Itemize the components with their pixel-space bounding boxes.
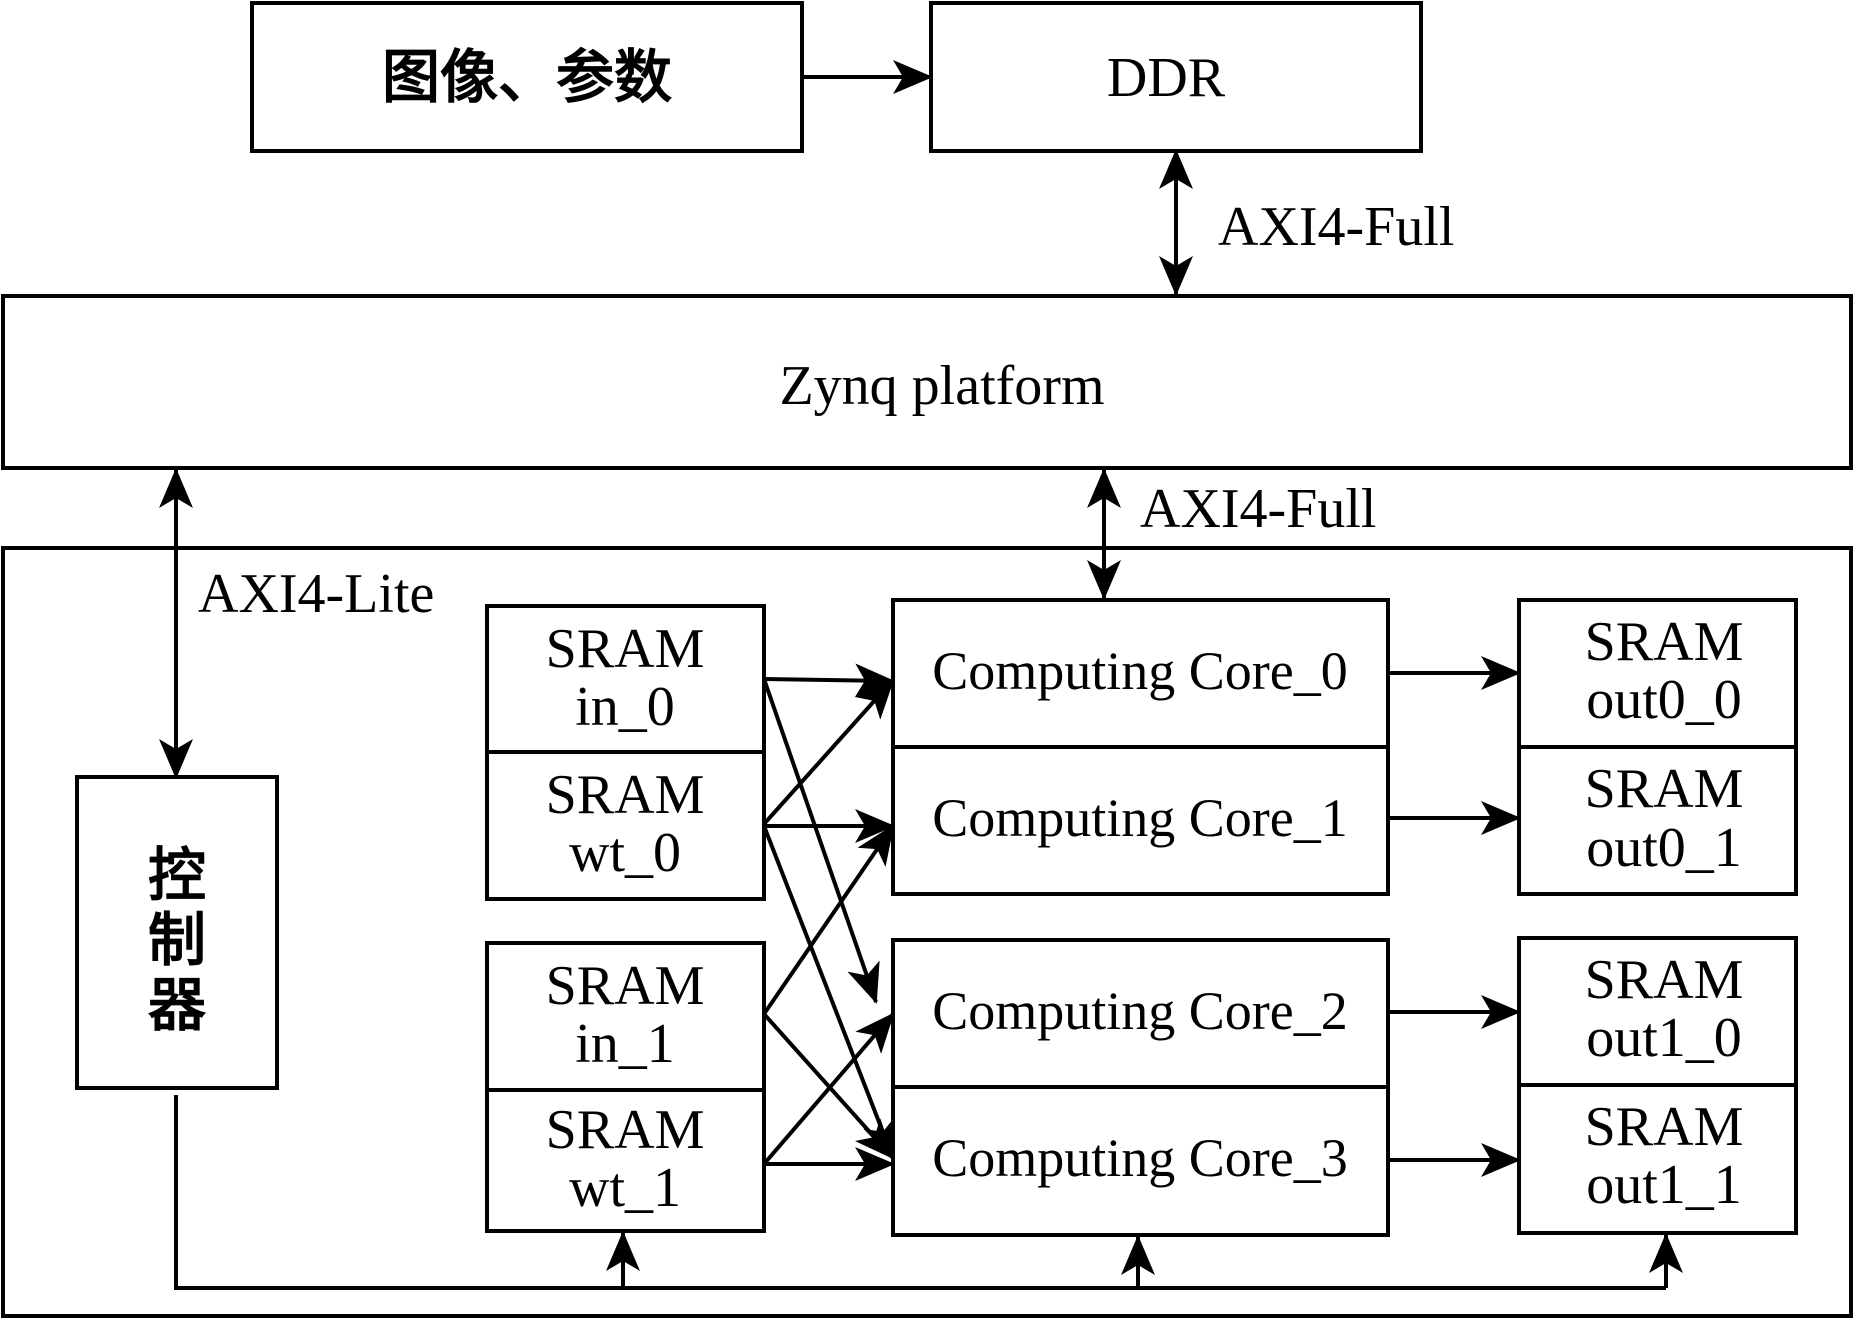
sram-in-0-line-2: in_0: [575, 676, 675, 738]
sram-out0-0-line-1: SRAM: [1585, 611, 1744, 673]
zynq-platform-label: Zynq platform: [779, 355, 1104, 417]
sram-in-0-block: SRAM in_0: [485, 604, 766, 754]
sram-wt-0-block: SRAM wt_0: [485, 750, 766, 901]
computing-core-3-block: Computing Core_3: [891, 1085, 1390, 1237]
sram-out1-0-line-2: out1_0: [1586, 1007, 1742, 1069]
computing-core-1-block: Computing Core_1: [891, 745, 1390, 896]
controller-char-2: 制: [148, 906, 206, 974]
image-params-block: 图像、参数: [250, 1, 804, 153]
computing-core-1-label: Computing Core_1: [932, 788, 1348, 848]
sram-in-1-line-1: SRAM: [546, 955, 705, 1017]
sram-in-1-line-2: in_1: [575, 1013, 675, 1075]
computing-core-2-block: Computing Core_2: [891, 938, 1390, 1089]
computing-core-3-label: Computing Core_3: [932, 1128, 1348, 1188]
ddr-zynq-bus-label: AXI4-Full: [1218, 196, 1454, 258]
sram-in-0-line-1: SRAM: [546, 618, 705, 680]
ddr-label: DDR: [1107, 47, 1226, 109]
control-bus-line: [174, 1095, 1666, 1290]
sram-out1-0-line-1: SRAM: [1585, 949, 1744, 1011]
wt1-to-core2-arrow: [762, 1012, 895, 1166]
sram-wt-1-line-2: wt_1: [569, 1157, 681, 1219]
sram-in-1-block: SRAM in_1: [485, 941, 766, 1092]
sram-out1-1-block: SRAM out1_1: [1517, 1083, 1798, 1235]
in0-to-core0-arrow: [763, 663, 895, 698]
sram-out0-1-line-1: SRAM: [1585, 758, 1744, 820]
zynq-platform-block: Zynq platform: [1, 294, 1853, 470]
controller-char-3: 器: [148, 971, 207, 1039]
computing-core-0-block: Computing Core_0: [891, 598, 1390, 749]
controller-block: 控 制 器: [75, 775, 279, 1090]
sram-wt-1-line-1: SRAM: [546, 1099, 705, 1161]
in0-to-core2-arrow: [762, 678, 880, 1004]
ddr-block: DDR: [929, 1, 1423, 153]
sram-wt-0-line-1: SRAM: [546, 764, 705, 826]
sram-out1-1-line-2: out1_1: [1586, 1154, 1742, 1216]
sram-out0-0-line-2: out0_0: [1586, 669, 1742, 731]
sram-out0-1-block: SRAM out0_1: [1517, 745, 1798, 896]
in1-to-core1-arrow: [762, 824, 895, 1016]
zynq-controller-bus-label: AXI4-Lite: [198, 563, 434, 625]
sram-out1-1-line-1: SRAM: [1585, 1096, 1744, 1158]
computing-core-0-label: Computing Core_0: [932, 641, 1348, 701]
sram-to-core-arrows: [762, 663, 896, 1181]
sram-out0-1-line-2: out0_1: [1586, 817, 1742, 879]
image-params-label: 图像、参数: [382, 43, 672, 111]
wt0-to-core3-arrow: [762, 825, 896, 1160]
computing-core-2-label: Computing Core_2: [932, 981, 1348, 1041]
sram-wt-1-block: SRAM wt_1: [485, 1088, 766, 1233]
sram-wt-0-line-2: wt_0: [569, 822, 681, 884]
sram-out1-0-block: SRAM out1_0: [1517, 936, 1798, 1087]
wt0-to-core0-arrow: [762, 678, 895, 826]
sram-out0-0-block: SRAM out0_0: [1517, 598, 1798, 749]
controller-char-1: 控: [148, 841, 206, 909]
core-to-output-arrows: [1388, 656, 1521, 1177]
controller-control-bus: [174, 1095, 1683, 1290]
zynq-cores-bus-label: AXI4-Full: [1140, 478, 1376, 540]
